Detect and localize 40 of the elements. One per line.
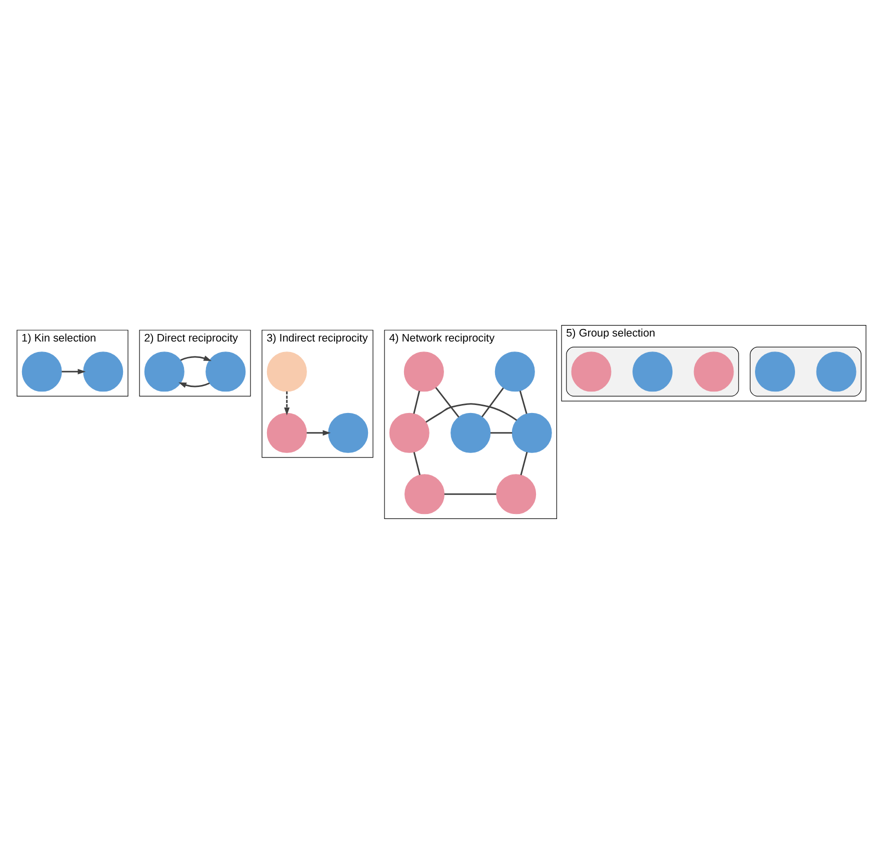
connector	[435, 387, 460, 418]
connector	[481, 387, 504, 418]
connector	[519, 390, 528, 414]
arrow	[62, 368, 86, 374]
node-circle	[389, 412, 430, 453]
cluster: 5) Group selection	[561, 324, 866, 402]
node-circle	[512, 412, 552, 453]
cluster: 1) Kin selection	[16, 330, 128, 397]
cluster: 3) Indirect reciprocity	[262, 330, 374, 458]
connector	[426, 403, 518, 423]
arrow	[178, 382, 210, 388]
cluster	[566, 346, 739, 397]
node-circle	[266, 412, 307, 453]
cluster: 4) Network reciprocity	[384, 330, 558, 520]
connector	[413, 390, 420, 414]
connector	[444, 493, 496, 495]
node-circle	[404, 352, 444, 392]
connector	[520, 452, 528, 476]
node-circle	[450, 412, 491, 453]
node-circle	[206, 352, 246, 392]
node-circle	[571, 352, 612, 392]
cluster: 2) Direct reciprocity	[139, 330, 251, 397]
node-circle	[632, 352, 673, 392]
node-circle	[144, 352, 184, 392]
arrow	[284, 391, 290, 416]
node-circle	[404, 474, 445, 514]
node-circle	[816, 352, 856, 392]
cluster	[750, 346, 862, 397]
node-circle	[266, 352, 307, 392]
connector	[413, 452, 421, 476]
node-circle	[328, 412, 368, 453]
node-circle	[83, 352, 124, 392]
node-circle	[496, 474, 536, 514]
node-circle	[22, 352, 62, 392]
node-circle	[494, 352, 535, 392]
node-circle	[694, 352, 734, 392]
arrow	[306, 430, 331, 436]
connector	[490, 432, 512, 434]
node-circle	[755, 352, 796, 392]
arrow	[180, 356, 212, 361]
